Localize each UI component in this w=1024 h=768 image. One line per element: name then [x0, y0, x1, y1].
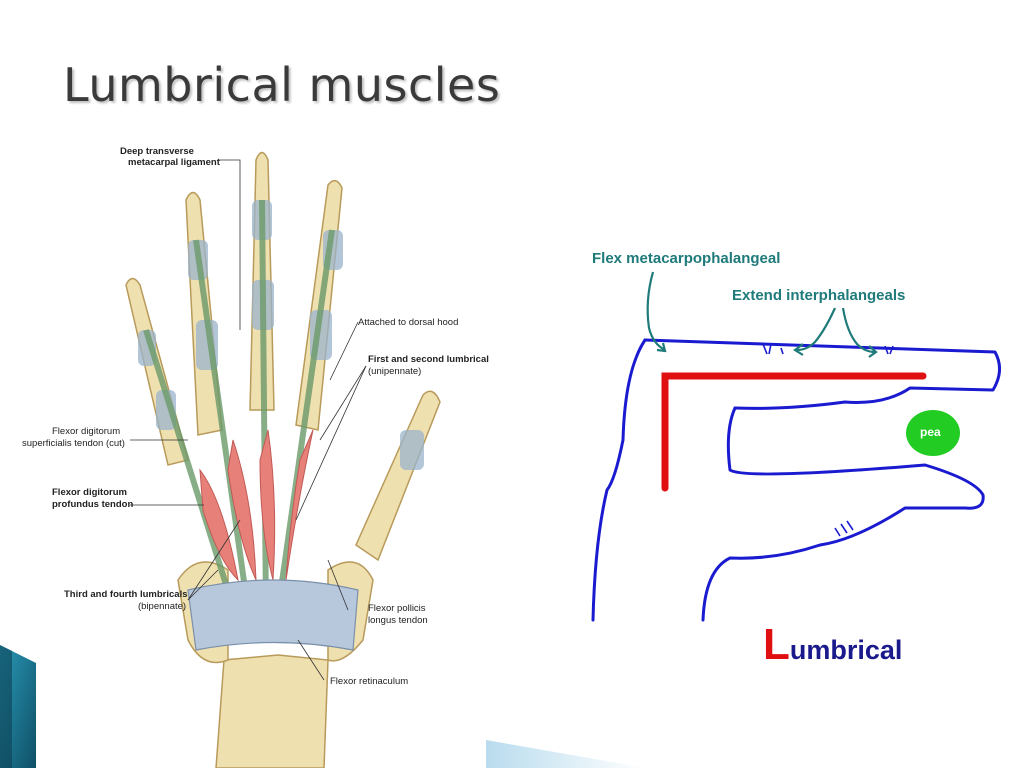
lumbrical-caption: Lumbrical — [763, 620, 902, 670]
flexor-tendons — [143, 199, 335, 611]
label-unipennate: (unipennate) — [368, 366, 422, 377]
label-fpl-line1: Flexor pollicis — [368, 603, 426, 614]
label-deep-transverse: Deep transverse — [120, 146, 194, 157]
label-fds-line1: Flexor digitorum — [52, 426, 121, 437]
lumbrical-schematic-drawing — [591, 271, 1001, 622]
flex-metacarpophalangeal-label: Flex metacarpophalangeal — [592, 250, 781, 267]
label-fpl-line2: longus tendon — [368, 615, 428, 626]
tendon-sheaths — [138, 200, 424, 470]
label-metacarpal-ligament: metacarpal ligament — [128, 157, 220, 168]
decorative-bottom-shape — [486, 740, 646, 768]
slide-title: Lumbrical muscles — [63, 58, 501, 112]
flexor-retinaculum-band — [187, 579, 359, 651]
label-fdp-line1: Flexor digitorum — [52, 487, 127, 498]
lumbrical-caption-rest: umbrical — [789, 635, 903, 665]
tick-marks — [762, 343, 894, 537]
label-bipennate: (bipennate) — [138, 601, 187, 612]
annotation-arrows — [646, 271, 878, 358]
decorative-corner-shape — [0, 645, 36, 768]
label-third-fourth-lumbricals: Third and fourth lumbricals — [64, 589, 188, 600]
label-attached-dorsal-hood: Attached to dorsal hood — [358, 317, 459, 328]
pea-circle — [906, 410, 960, 456]
label-fds-line2: superficialis tendon (cut) — [22, 438, 125, 449]
hand-anatomy-illustration — [125, 151, 441, 768]
label-flexor-retinaculum: Flexor retinaculum — [330, 676, 409, 687]
lumbrical-caption-l: L — [763, 620, 790, 669]
extend-interphalangeals-label: Extend interphalangeals — [732, 287, 906, 304]
pea-label: pea — [920, 425, 941, 439]
hand-outline — [591, 338, 1001, 622]
label-first-second-lumbrical: First and second lumbrical — [368, 354, 489, 365]
label-fdp-line2: profundus tendon — [52, 499, 134, 510]
lumbrical-muscles — [199, 429, 314, 582]
lumbrical-line — [661, 372, 927, 492]
leader-lines — [130, 159, 367, 681]
